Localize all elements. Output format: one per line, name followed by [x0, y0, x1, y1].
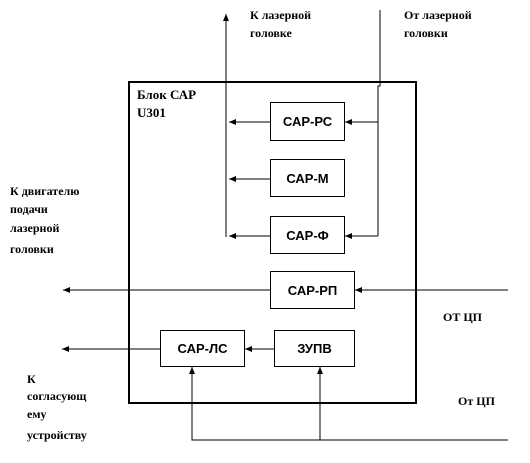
label-from-laser-head-1: От лазерной	[404, 8, 472, 22]
label-to-matching-4: устройству	[27, 428, 87, 442]
label-from-cp-1: ОТ ЦП	[443, 310, 483, 324]
unit-sar-rp: САР-РП	[270, 271, 355, 309]
label-to-matching-1: К	[27, 372, 36, 386]
label-to-laser-head-2: головке	[250, 26, 292, 40]
label-to-matching-2: согласующ	[27, 389, 87, 403]
label-to-feed-motor-2: подачи	[10, 202, 48, 216]
label-from-laser-head-2: головки	[404, 26, 448, 40]
label-to-matching-3: ему	[27, 407, 47, 421]
unit-sar-rs: САР-РС	[270, 102, 345, 141]
label-to-laser-head-1: К лазерной	[250, 8, 312, 22]
unit-sar-ls: САР-ЛС	[160, 330, 245, 367]
label-to-feed-motor-3: лазерной	[10, 221, 60, 235]
unit-sar-f: САР-Ф	[270, 216, 345, 254]
block-title-line2: U301	[137, 105, 166, 120]
label-to-feed-motor-4: головки	[10, 242, 54, 256]
bus-from-cp-bottom	[189, 367, 508, 441]
label-to-feed-motor-1: К двигателю	[10, 184, 80, 198]
label-from-cp-2: От ЦП	[458, 394, 495, 408]
unit-zupv: ЗУПВ	[274, 330, 355, 367]
block-title-line1: Блок САР	[137, 87, 197, 102]
unit-sar-m: САР-М	[270, 159, 345, 197]
bus-from-laser-head	[377, 10, 381, 236]
sar-block-frame	[128, 81, 417, 404]
